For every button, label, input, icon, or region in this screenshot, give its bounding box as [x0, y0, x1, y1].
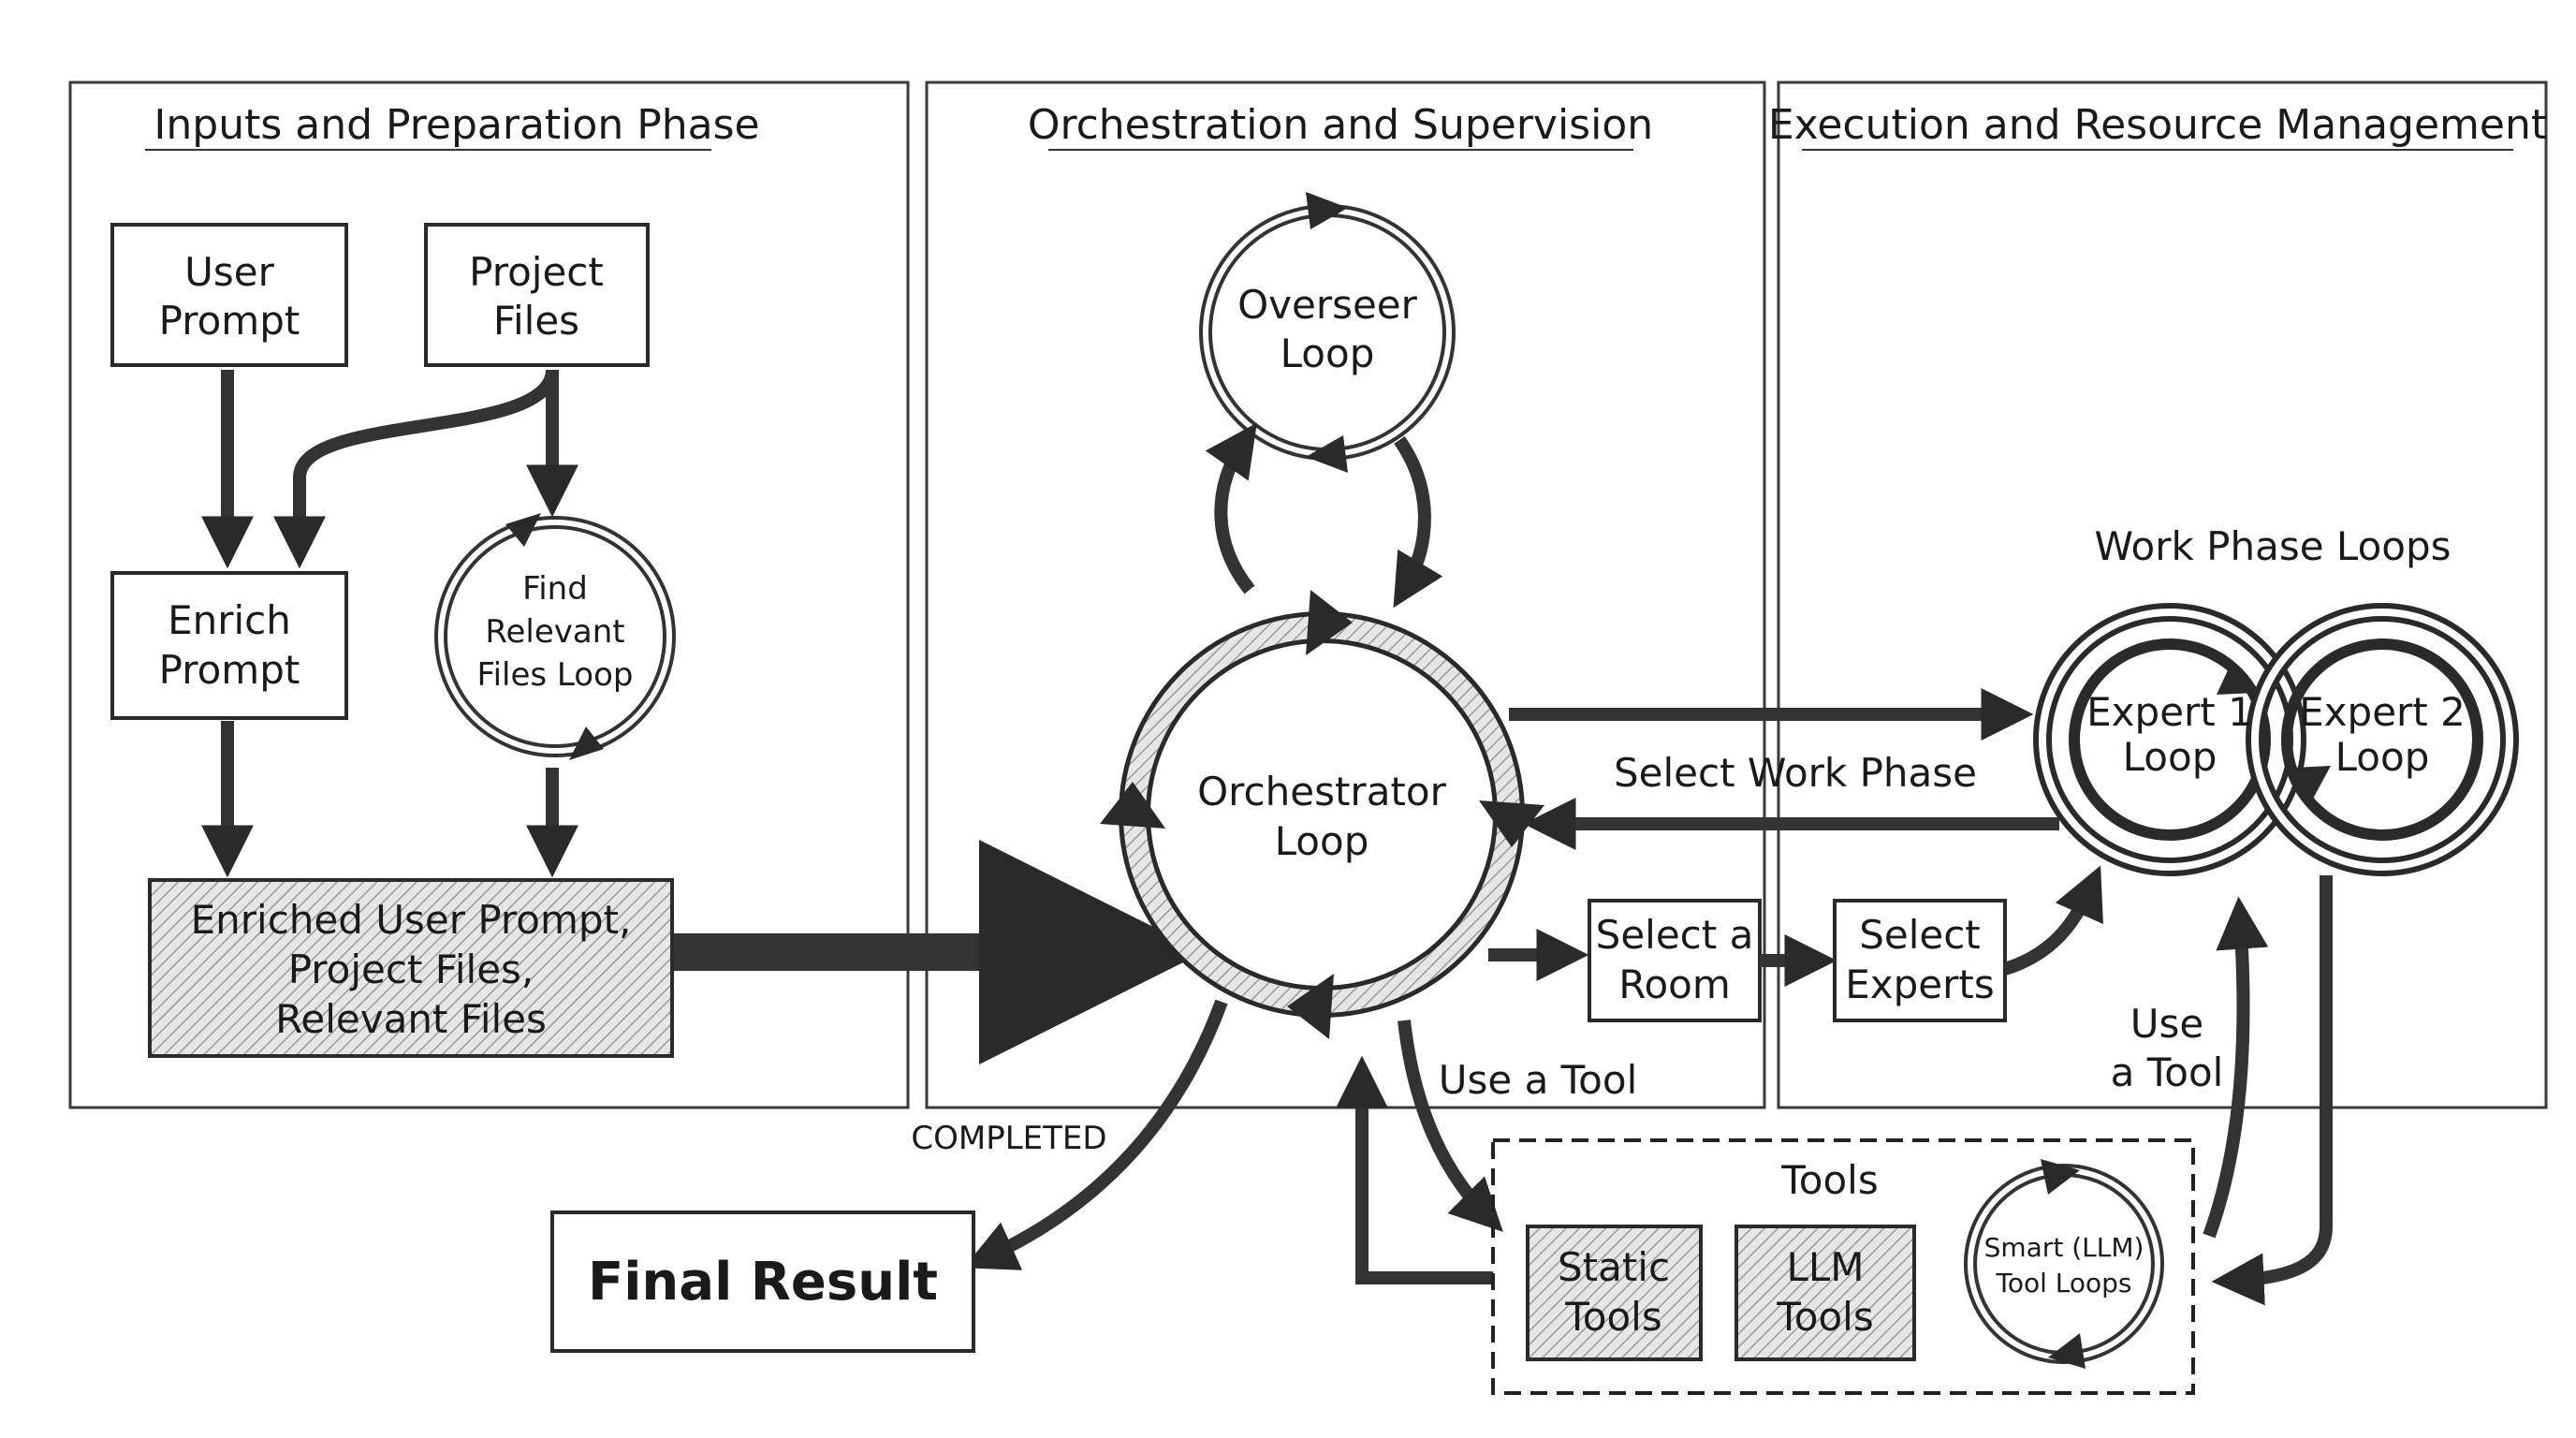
select-room-line1: Select a — [1596, 912, 1754, 958]
work-phase-arrows: Select Work Phase — [1509, 688, 2059, 850]
find-relevant-loop: Find Relevant Files Loop — [434, 513, 676, 760]
project-files-line1: Project — [469, 249, 604, 295]
llm-tools-line1: LLM — [1786, 1244, 1864, 1290]
find-relevant-line3: Files Loop — [477, 656, 634, 694]
room-expert-arrows — [1488, 865, 2103, 987]
use-tool-left: Use a Tool — [1336, 1020, 1637, 1284]
orchestrator-line2: Loop — [1275, 818, 1369, 864]
user-prompt-line1: User — [184, 249, 274, 295]
orchestrator-line1: Orchestrator — [1197, 769, 1446, 814]
smart-tools-line1: Smart (LLM) — [1984, 1232, 2144, 1263]
expert1-line2: Loop — [2123, 734, 2217, 780]
llm-tools-box: LLM Tools — [1734, 1225, 1916, 1361]
project-files-line2: Files — [493, 298, 579, 344]
select-experts-line1: Select — [1859, 912, 1981, 958]
select-room-box: Select a Room — [1588, 899, 1762, 1022]
user-prompt-box: User Prompt — [110, 223, 348, 367]
llm-tools-line2: Tools — [1776, 1294, 1873, 1340]
project-files-box: Project Files — [424, 223, 650, 367]
tools-title: Tools — [1780, 1157, 1878, 1203]
work-phase-loops: Work Phase Loops Expert 1 Loop Expert 2 … — [2033, 523, 2519, 876]
select-room-line2: Room — [1618, 961, 1731, 1007]
find-relevant-line2: Relevant — [485, 613, 624, 651]
smart-tools-loop: Smart (LLM) Tool Loops — [1964, 1159, 2164, 1369]
final-result-box: Final Result — [550, 1211, 975, 1353]
static-tools-line2: Tools — [1564, 1294, 1661, 1340]
select-experts-line2: Experts — [1845, 961, 1995, 1007]
completed-label: COMPLETED — [911, 1120, 1106, 1157]
orchestrator-loop: Orchestrator Loop — [1100, 590, 1544, 1039]
expert2-line2: Loop — [2335, 734, 2430, 780]
overseer-line2: Loop — [1281, 330, 1375, 376]
enrich-prompt-box: Enrich Prompt — [110, 571, 348, 720]
overseer-line1: Overseer — [1237, 282, 1418, 328]
static-tools-box: Static Tools — [1526, 1225, 1703, 1361]
expert2-line1: Expert 2 — [2299, 689, 2466, 735]
work-phase-loops-title: Work Phase Loops — [2094, 523, 2451, 569]
panel-orchestration: Orchestration and Supervision — [925, 81, 1766, 1109]
enriched-bundle-line1: Enriched User Prompt, — [191, 897, 632, 943]
select-work-phase-label: Select Work Phase — [1614, 750, 1977, 796]
tools-container: Tools Static Tools LLM Tools Smart (LLM)… — [1491, 1138, 2195, 1395]
use-tool-right-line1: Use — [2130, 1001, 2203, 1047]
expert1-line1: Expert 1 — [2086, 689, 2253, 735]
enrich-prompt-line1: Enrich — [168, 597, 291, 643]
input-arrows — [201, 368, 1204, 1064]
panel-orchestration-title: Orchestration and Supervision — [1028, 101, 1653, 149]
completed-edge: COMPLETED — [911, 999, 1228, 1270]
panel-execution: Execution and Resource Management — [1768, 81, 2548, 1109]
panel-execution-title: Execution and Resource Management — [1768, 101, 2547, 149]
panel-inputs: Inputs and Preparation Phase — [68, 81, 910, 1109]
use-tool-right: Use a Tool — [2111, 875, 2333, 1306]
enrich-prompt-line2: Prompt — [159, 647, 300, 693]
overseer-links — [1205, 422, 1443, 609]
use-tool-right-line2: a Tool — [2111, 1049, 2224, 1095]
final-result-label: Final Result — [588, 1252, 938, 1313]
smart-tools-line2: Tool Loops — [1995, 1268, 2131, 1299]
enriched-bundle-box: Enriched User Prompt, Project Files, Rel… — [148, 878, 674, 1058]
enriched-bundle-line3: Relevant Files — [275, 996, 547, 1042]
use-tool-left-label: Use a Tool — [1439, 1057, 1637, 1103]
enriched-bundle-line2: Project Files, — [288, 946, 534, 992]
find-relevant-line1: Find — [522, 570, 588, 608]
select-experts-box: Select Experts — [1833, 899, 2007, 1022]
user-prompt-line2: Prompt — [159, 298, 300, 344]
static-tools-line1: Static — [1558, 1244, 1670, 1290]
overseer-loop: Overseer Loop — [1199, 192, 1456, 473]
panel-inputs-title: Inputs and Preparation Phase — [154, 101, 759, 149]
